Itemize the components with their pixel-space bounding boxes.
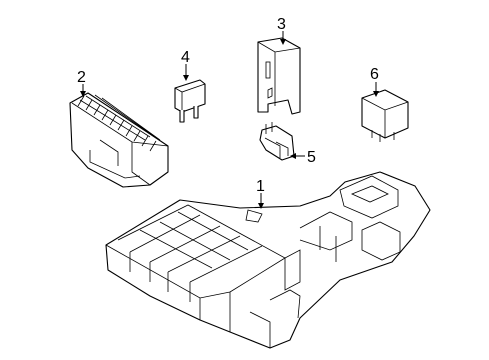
fuse-panel-cover <box>69 92 169 188</box>
maxi-fuse-clip <box>259 122 295 161</box>
callout-6: 6 <box>370 66 379 83</box>
callout-4: 4 <box>181 49 190 66</box>
callout-3: 3 <box>277 16 286 33</box>
mini-fuse <box>174 79 206 123</box>
fuse-box-housing <box>105 171 431 349</box>
callout-2: 2 <box>77 69 86 86</box>
relay <box>361 89 409 142</box>
fuse-holder-bracket <box>257 37 301 115</box>
callout-5: 5 <box>307 149 316 166</box>
callout-1: 1 <box>256 178 265 195</box>
